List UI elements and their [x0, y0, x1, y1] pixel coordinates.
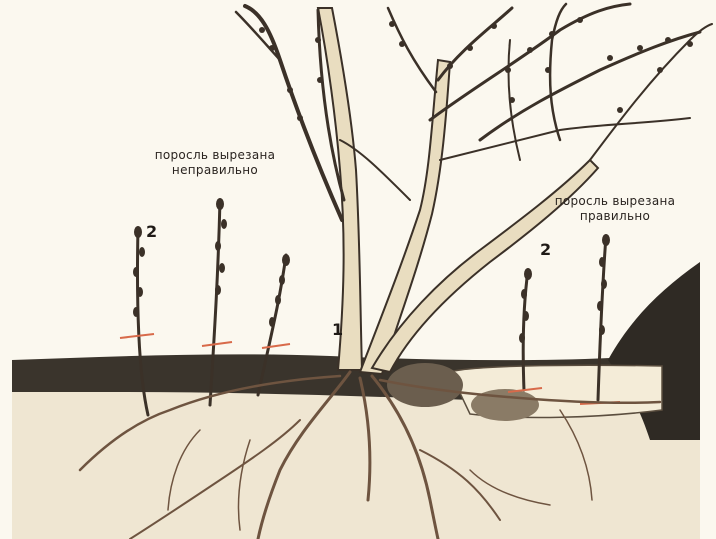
marker-right-sucker: 2	[540, 240, 551, 259]
label-cut-wrong-line2: неправильно	[130, 163, 300, 178]
marker-bush-base: 1	[332, 320, 343, 339]
label-cut-right-line1: поросль вырезана	[530, 194, 700, 209]
label-cut-right: поросль вырезана правильно	[530, 194, 700, 224]
label-cut-wrong-line1: поросль вырезана	[130, 148, 300, 163]
marker-left-sucker: 2	[146, 222, 157, 241]
soil-clod	[387, 363, 463, 407]
label-cut-right-line2: правильно	[530, 209, 700, 224]
label-cut-wrong: поросль вырезана неправильно	[130, 148, 300, 178]
